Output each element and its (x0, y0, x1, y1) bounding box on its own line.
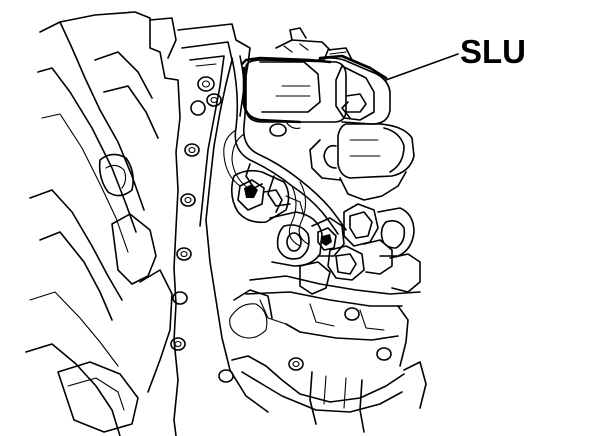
slu-label: SLU (460, 33, 526, 70)
slu-leader-line (385, 53, 459, 81)
slu-solenoid (240, 27, 391, 137)
valve-body-plate (170, 23, 405, 413)
lower-solenoid (309, 123, 415, 201)
wire-harness (223, 55, 347, 247)
valve-body-lower-edge (245, 275, 427, 433)
transmission-case (25, 11, 181, 436)
solenoid-cluster (230, 169, 421, 295)
